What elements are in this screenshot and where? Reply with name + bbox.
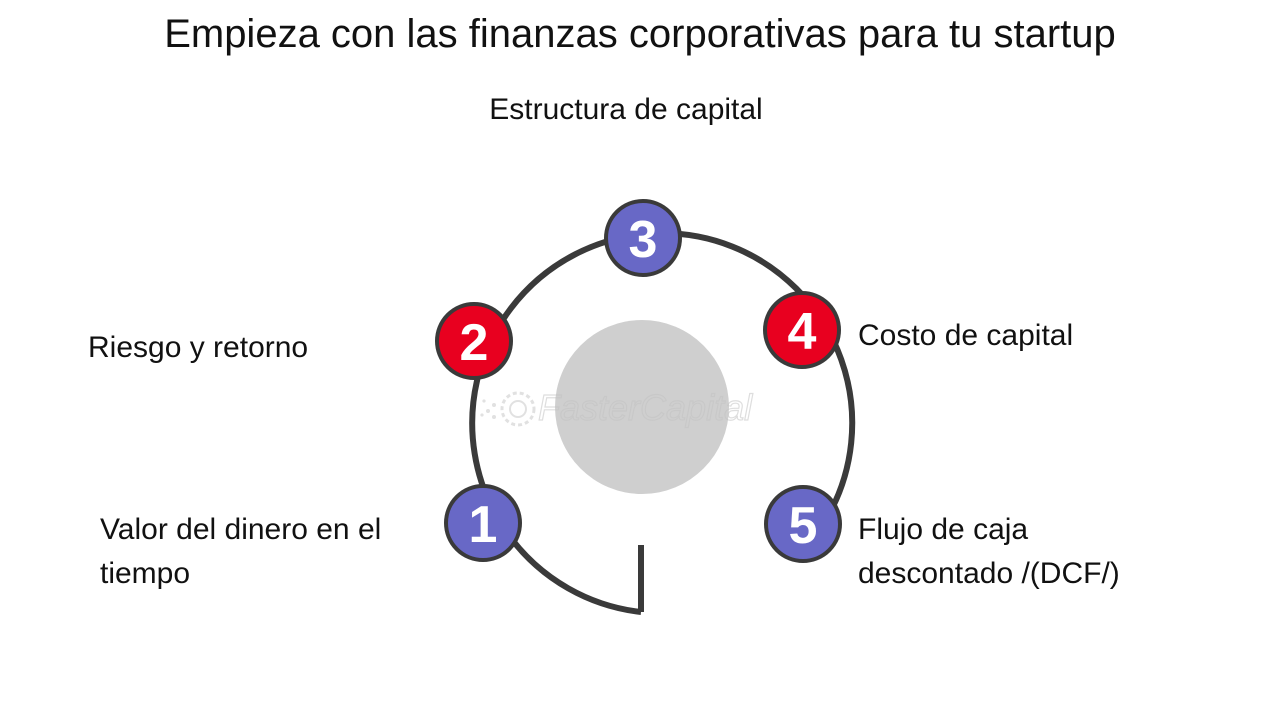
step-label-1: Valor del dinero en el tiempo	[100, 508, 381, 596]
diagram-title: Empieza con las finanzas corporativas pa…	[164, 12, 1116, 56]
gear-icon	[480, 391, 536, 427]
step-node-3-number: 3	[629, 211, 658, 269]
step-label-2-line-1: Riesgo y retorno	[88, 331, 309, 364]
step-node-1-circle	[444, 484, 522, 562]
step-node-1: 1	[444, 484, 522, 562]
step-label-3: Estructura de capital	[0, 88, 1252, 132]
step-label-4: Costo de capital	[858, 314, 1073, 358]
watermark-logo: FasterCapital	[480, 386, 754, 429]
step-node-2-number: 2	[460, 314, 489, 372]
step-label-5-line-2: descontado /(DCF/)	[858, 557, 1120, 590]
step-node-2: 2	[435, 302, 513, 380]
step-node-5-circle	[764, 485, 842, 563]
step-label-1-line-1: Valor del dinero en el	[100, 513, 382, 546]
step-node-4: 4	[763, 291, 841, 369]
step-node-4-number: 4	[788, 303, 817, 361]
center-disc	[555, 320, 729, 494]
step-node-3: 3	[604, 199, 682, 277]
step-node-1-number: 1	[469, 496, 498, 554]
step-label-4-line-1: Costo de capital	[858, 319, 1074, 352]
step-label-2: Riesgo y retorno	[88, 326, 308, 370]
step-node-5-number: 5	[789, 497, 818, 555]
step-node-3-circle	[604, 199, 682, 277]
step-label-3-line-1: Estructura de capital	[489, 93, 763, 126]
watermark-text: FasterCapital	[538, 387, 753, 428]
step-label-5-line-1: Flujo de caja	[858, 513, 1029, 546]
step-node-2-circle	[435, 302, 513, 380]
step-node-4-circle	[763, 291, 841, 369]
step-node-5: 5	[764, 485, 842, 563]
step-label-5: Flujo de caja descontado /(DCF/)	[858, 508, 1120, 596]
step-label-1-line-2: tiempo	[100, 557, 191, 590]
